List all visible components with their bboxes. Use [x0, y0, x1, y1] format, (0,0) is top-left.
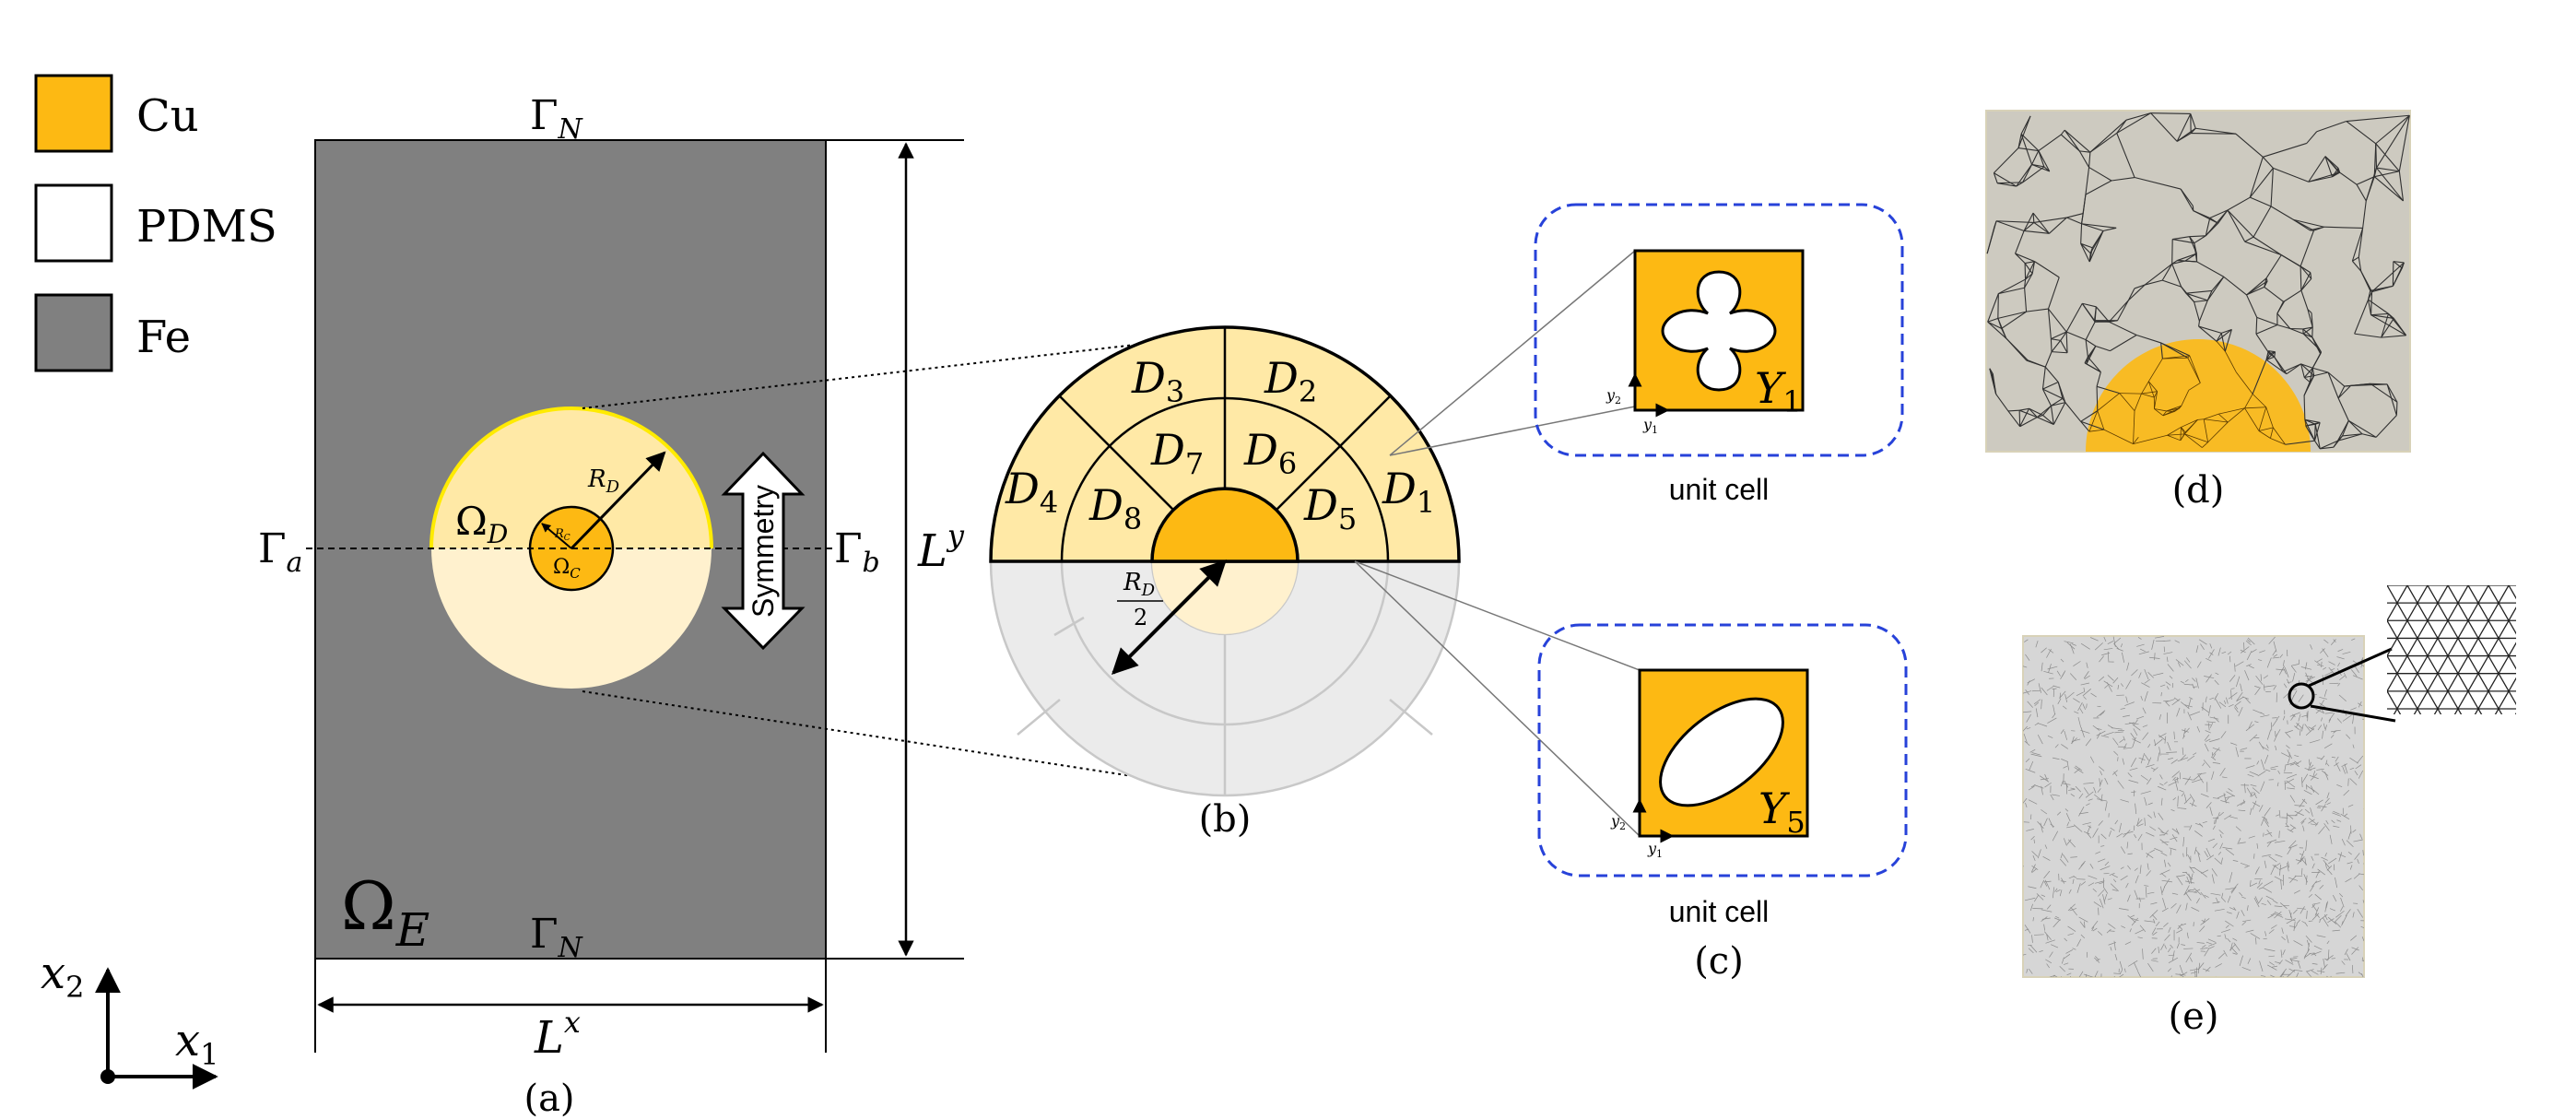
- unit-cell-5-inclusion: [1659, 697, 1784, 807]
- unit-cell-5-frame: [1537, 623, 1908, 878]
- rc-arrow: [541, 523, 572, 549]
- panel-b: RD 2 D1 D2 D3 D4 D5 D6 D7 D8 (b): [989, 325, 1461, 841]
- legend-item-pdms: PDMS: [34, 183, 277, 263]
- pdms-domain-upper: [431, 408, 712, 548]
- unit-cell-5-y2-label: y2: [1610, 812, 1626, 832]
- symmetry-label: Symmetry: [747, 485, 780, 618]
- omega-c-label: ΩC: [553, 556, 581, 582]
- unit-cell-1-caption: unit cell: [1669, 473, 1770, 506]
- gamma-a-label: Γa: [258, 525, 302, 579]
- panel-d: (d): [1985, 110, 2411, 512]
- pdms-domain-lower: [431, 548, 712, 689]
- x1-label: x1: [175, 1015, 218, 1072]
- x2-label: x2: [41, 948, 84, 1005]
- region-d2: D2: [1264, 353, 1317, 409]
- connector-d5-top: [1354, 560, 1641, 671]
- projection-line-top: [582, 344, 1136, 409]
- legend-item-cu: Cu: [34, 74, 199, 153]
- region-d7: D7: [1150, 425, 1204, 481]
- zoom-circle: [2288, 682, 2315, 710]
- rd-label: RD: [587, 465, 620, 497]
- gamma-n-top-label: ΓN: [530, 92, 584, 146]
- region-d4: D4: [1005, 464, 1058, 520]
- omega-e-label: ΩE: [341, 867, 429, 957]
- zoom-connector-top: [2308, 647, 2393, 688]
- rc-label: RC: [554, 527, 570, 543]
- caption-a: (a): [523, 1078, 574, 1119]
- panel-a: Symmetry ΓN ΓN Γa Γb ΩD ΩC RD RC ΩE Ly L…: [41, 92, 1199, 1119]
- unit-cell-1-y1-label: y1: [1642, 416, 1658, 436]
- connector-d5-bottom: [1354, 560, 1641, 837]
- coordinate-axes: x2 x1: [41, 948, 218, 1090]
- unit-cell-1: y2 y1 Y1 unit cell: [1534, 203, 1904, 506]
- unit-cell-5-label: Y5: [1759, 783, 1806, 840]
- gamma-b-label: Γb: [834, 525, 880, 579]
- zoom-connector-bottom: [2310, 704, 2396, 723]
- omega-d-label: ΩD: [455, 499, 508, 549]
- half-radius-denominator: 2: [1134, 605, 1147, 630]
- region-d5: D5: [1303, 480, 1357, 536]
- rd-arrow: [570, 451, 666, 550]
- caption-d: (d): [2172, 469, 2225, 512]
- pdms-domain-upper-outline: [429, 406, 713, 549]
- unit-cell-5-y1-label: y1: [1647, 840, 1663, 860]
- half-radius-label: RD: [1123, 569, 1156, 600]
- mesh-e-lines: [2023, 636, 2364, 977]
- legend-label-cu: Cu: [136, 90, 199, 142]
- gamma-n-bottom-label: ΓN: [530, 911, 584, 964]
- unit-cell-1-inclusion: [1661, 270, 1777, 392]
- half-radius-arrow: [1112, 560, 1227, 675]
- legend-label-pdms: PDMS: [136, 201, 277, 253]
- caption-e: (e): [2169, 995, 2219, 1038]
- legend-label-fe: Fe: [136, 312, 191, 363]
- region-d8: D8: [1088, 480, 1142, 536]
- legend-item-fe: Fe: [34, 293, 191, 372]
- zoom-inset-mesh: [2387, 585, 2516, 714]
- ly-label: Ly: [917, 518, 965, 577]
- caption-b: (b): [1199, 798, 1252, 841]
- unit-cell-1-frame: [1534, 203, 1904, 457]
- mesh-d-lines: [1986, 112, 2410, 452]
- legend-swatch-fe: [34, 293, 113, 372]
- axes-origin: [100, 1069, 115, 1084]
- connector-d1-top: [1389, 250, 1636, 456]
- legend-swatch-cu: [34, 74, 113, 153]
- lx-label: Lx: [534, 1005, 581, 1064]
- connector-d1-bottom: [1389, 406, 1636, 456]
- unit-cell-1-y2-label: y2: [1606, 386, 1621, 406]
- legend: Cu PDMS Fe: [34, 74, 277, 372]
- caption-c: (c): [1694, 940, 1744, 983]
- region-d3: D3: [1131, 353, 1184, 409]
- panel-e: (e): [2022, 585, 2516, 1038]
- symmetry-arrow: [721, 451, 806, 651]
- region-d1: D1: [1382, 464, 1435, 520]
- legend-swatch-pdms: [34, 183, 113, 263]
- panel-c: y2 y1 Y1 unit cell y2 y1 Y5 unit cell (c…: [1354, 203, 1908, 983]
- unit-cell-5: y2 y1 Y5 unit cell: [1537, 623, 1908, 928]
- region-d6: D6: [1243, 425, 1297, 481]
- mesh-e-background: [2022, 635, 2365, 978]
- unit-cell-1-label: Y1: [1755, 363, 1802, 419]
- projection-line-bottom: [582, 690, 1199, 787]
- unit-cell-5-caption: unit cell: [1669, 895, 1770, 928]
- cu-core-half: [1150, 487, 1300, 563]
